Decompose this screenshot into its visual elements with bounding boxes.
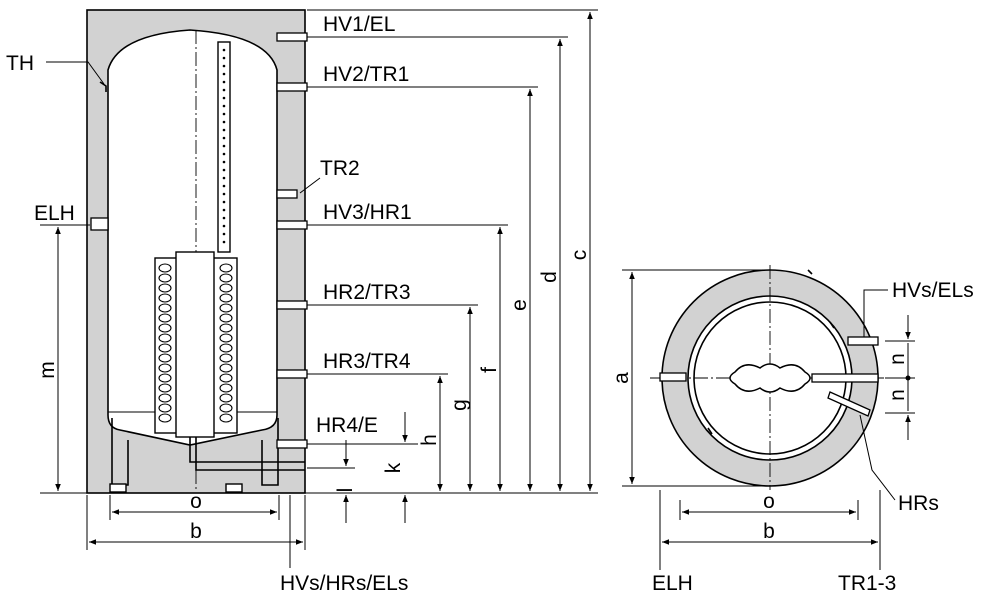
label-hv2-tr1: HV2/TR1 [323, 63, 409, 86]
top-reference-lines [622, 269, 915, 570]
label-hrs: HRs [898, 492, 939, 515]
dim-n-bottom: n [886, 389, 909, 401]
label-hvs-hrs-els: HVs/HRs/ELs [280, 572, 408, 595]
th-sensor [99, 81, 107, 92]
reference-lines [40, 9, 598, 494]
dim-b-top: b [763, 520, 775, 543]
label-elh-top: ELH [652, 572, 693, 595]
top-flange [729, 363, 811, 393]
label-hv3-hr1: HV3/HR1 [323, 201, 412, 224]
top-view: HVs/ELs HRs ELH TR1-3 a n n o b [610, 265, 974, 595]
foot-left [109, 483, 127, 493]
label-hvs-els: HVs/ELs [892, 279, 974, 302]
dim-o-top: o [763, 490, 775, 513]
label-tr2: TR2 [320, 157, 360, 180]
dim-h: h [418, 434, 441, 446]
hvs-els-leader [863, 289, 888, 337]
tr2-leader [299, 177, 321, 194]
heat-exchanger-coil [154, 251, 305, 471]
label-elh: ELH [34, 202, 75, 225]
dim-k: k [382, 462, 405, 473]
elh-sleeve [90, 217, 109, 231]
anode-perforations [222, 48, 226, 244]
label-tr1-3: TR1-3 [838, 572, 896, 595]
top-ticks [707, 269, 835, 435]
top-dimension-lines [629, 272, 911, 545]
label-hr3-tr4: HR3/TR4 [323, 350, 411, 373]
dim-c: c [568, 250, 591, 261]
dim-a: a [610, 372, 633, 384]
label-hv1-el: HV1/EL [323, 13, 395, 36]
dim-f: f [478, 367, 501, 373]
dim-g: g [448, 399, 471, 411]
dim-l: l [334, 488, 357, 493]
dim-e: e [508, 299, 531, 311]
label-hr2-tr3: HR2/TR3 [323, 281, 411, 304]
dim-m: m [36, 361, 59, 379]
top-connections [659, 336, 879, 417]
hrs-leader [859, 414, 896, 501]
dim-o-side: o [190, 490, 202, 513]
label-hr4-e: HR4/E [316, 414, 378, 437]
label-th: TH [6, 52, 34, 75]
side-view: TH HV1/EL HV2/TR1 TR2 ELH HV3/HR1 HR2/TR… [6, 9, 598, 595]
dim-n-top: n [886, 353, 909, 365]
foot-right [225, 483, 243, 493]
th-leader [46, 61, 105, 85]
top-dim-dot [905, 375, 911, 381]
dim-b-side: b [190, 520, 202, 543]
dimension-lines [55, 12, 593, 568]
dim-d: d [538, 271, 561, 283]
